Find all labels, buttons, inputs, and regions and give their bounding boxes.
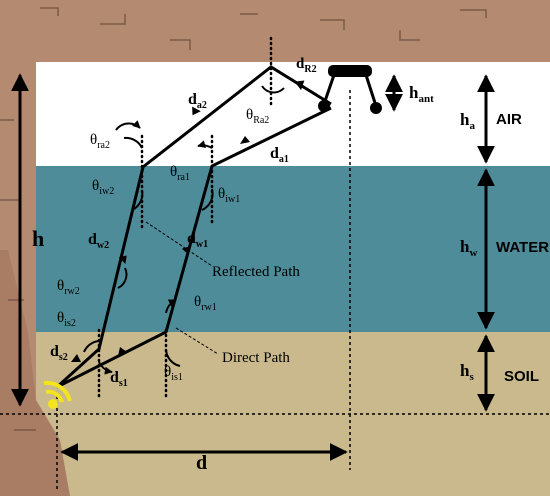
angle-ra1: θra1	[170, 164, 190, 183]
reflected-leader	[145, 221, 213, 267]
angle-is2: θis2	[57, 310, 76, 329]
angle-rw2: θrw2	[57, 278, 80, 297]
label-h-a: ha	[460, 110, 475, 132]
label-h: h	[32, 226, 44, 251]
direct-leader	[175, 327, 219, 355]
angle-iw1: θiw1	[218, 186, 240, 205]
sensor-wifi-icon	[43, 380, 72, 409]
label-h-ant: hant	[409, 83, 434, 105]
label-d: d	[196, 452, 207, 474]
water-layer	[0, 166, 550, 332]
segment-d-R2: dR2	[296, 56, 317, 75]
air-layer	[0, 62, 550, 166]
direct-path-label: Direct Path	[222, 350, 290, 366]
reflected-path-label: Reflected Path	[212, 264, 300, 280]
angle-is1: θis1	[164, 364, 183, 383]
label-h-w: hw	[460, 237, 477, 259]
segment-d-s1: ds1	[110, 369, 128, 389]
top-wall	[0, 0, 550, 62]
segment-d-a1: da1	[270, 145, 289, 165]
angle-ra2: θra2	[90, 132, 110, 151]
angle-rw1: θrw1	[194, 294, 217, 313]
layer-label-water: WATER	[496, 239, 549, 256]
brick-lines	[40, 7, 487, 50]
label-h-s: hs	[460, 361, 474, 383]
dimension-arrows	[11, 73, 495, 461]
antenna	[318, 65, 382, 114]
path-arrows	[71, 80, 305, 362]
angle-iw2: θiw2	[92, 178, 114, 197]
segment-d-a2: da2	[188, 91, 207, 111]
segment-d-w1: dw1	[187, 230, 208, 250]
angle-Ra2: θRa2	[246, 107, 269, 126]
segment-d-s2: ds2	[50, 343, 68, 363]
layer-label-air: AIR	[496, 111, 522, 128]
reflected-path	[55, 65, 332, 389]
segment-d-w2: dw2	[88, 231, 109, 251]
angle-arcs	[83, 85, 285, 375]
layer-label-soil: SOIL	[504, 368, 539, 385]
